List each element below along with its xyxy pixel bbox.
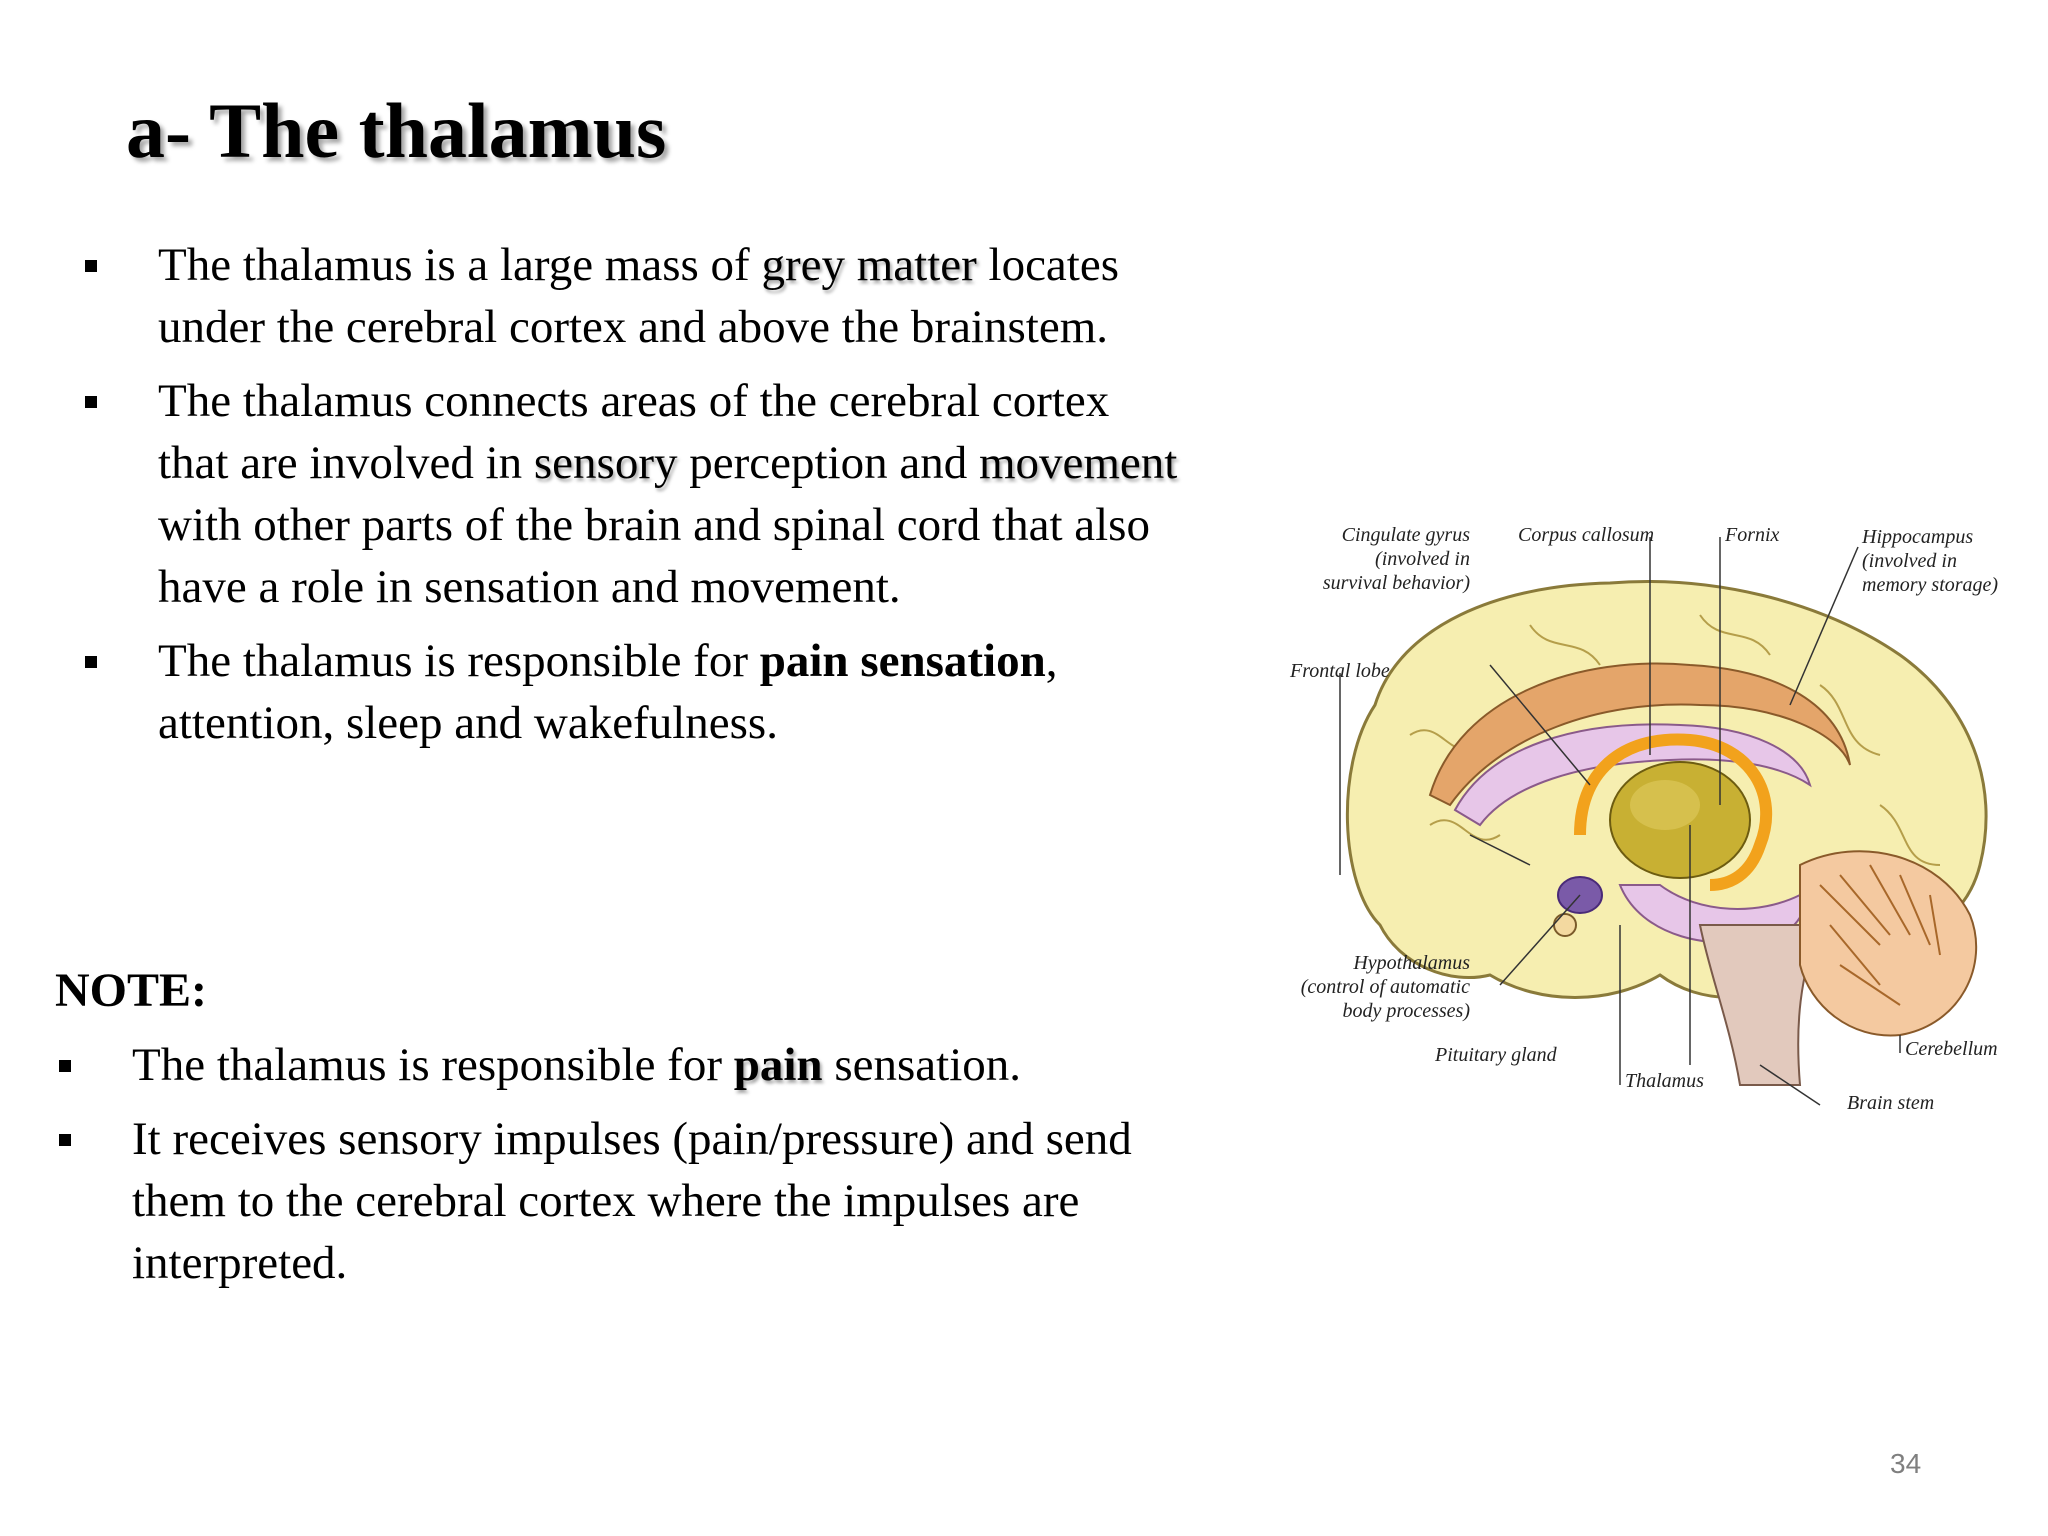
label-frontal-lobe: Frontal lobe [1289,660,1390,682]
label-corpus-callosum: Corpus callosum [1518,524,1654,546]
label-cerebellum: Cerebellum [1905,1038,1998,1060]
bullet-text: , attention, sleep and wakefulness. [158,635,1058,749]
bullet-text: The thalamus is responsible for [158,635,760,687]
bullet-text: The thalamus connects areas of the cereb… [158,375,1110,489]
bullet-text: sensation. [822,1039,1021,1091]
label-hippocampus: Hippocampus [1861,526,1973,548]
bullet-marker-icon [59,1134,71,1146]
label-cingulate-detail-2: survival behavior) [1323,572,1471,594]
corpus-callosum-shape [1428,662,1851,807]
label-hippocampus-detail-2: memory storage) [1862,574,1998,596]
bullet-item: The thalamus connects areas of the cereb… [85,370,1178,618]
bullet-marker-icon [85,396,97,408]
emphasized-term: pain sensation [759,635,1046,687]
bullet-item: The thalamus is responsible for pain sen… [59,1034,1152,1096]
leader-lines [1339,537,1901,1106]
bullet-text: The thalamus is a large mass of [158,239,762,291]
slide-title: a- The thalamus [126,87,667,174]
main-bullet-list: The thalamus is a large mass of grey mat… [85,234,1178,766]
emphasized-term: movement [978,437,1178,489]
label-cingulate-detail-1: (involved in [1375,548,1470,570]
bullet-text: with other parts of the brain and spinal… [158,499,1150,613]
pituitary-shape [1553,913,1577,937]
label-hippocampus-detail-1: (involved in [1862,550,1957,572]
label-pituitary-gland: Pituitary gland [1434,1044,1558,1066]
label-hypothalamus: Hypothalamus [1352,952,1470,974]
label-fornix: Fornix [1724,524,1780,546]
label-brain-stem: Brain stem [1847,1092,1934,1114]
label-thalamus: Thalamus [1625,1070,1704,1092]
brain-diagram: Cingulate gyrus (involved in survival be… [1280,505,2020,1145]
label-cingulate-gyrus: Cingulate gyrus [1342,524,1471,546]
bullet-text: perception and [677,437,979,489]
emphasized-term: grey matter [761,239,977,291]
page-number: 34 [1890,1448,1922,1479]
emphasized-term: pain [733,1039,823,1091]
label-hypothalamus-detail-2: body processes) [1342,1000,1470,1022]
bullet-marker-icon [85,656,97,668]
note-heading: NOTE: [55,964,208,1017]
bullet-item: The thalamus is a large mass of grey mat… [85,234,1178,358]
bullet-text: The thalamus is responsible for [132,1039,734,1091]
emphasized-term: sensory [533,437,678,489]
bullet-text: It receives sensory impulses (pain/press… [132,1113,1132,1289]
bullet-text: locates under the cerebral cortex and ab… [158,239,1120,353]
note-bullet-list: The thalamus is responsible for pain sen… [59,1034,1152,1306]
fornix-shape [1574,733,1773,891]
label-hypothalamus-detail-1: (control of automatic [1301,976,1470,998]
bullet-marker-icon [85,260,97,272]
bullet-item: It receives sensory impulses (pain/press… [59,1108,1152,1294]
bullet-item: The thalamus is responsible for pain sen… [85,630,1178,754]
bullet-marker-icon [59,1060,71,1072]
cerebellum-shape [1799,850,1978,1037]
